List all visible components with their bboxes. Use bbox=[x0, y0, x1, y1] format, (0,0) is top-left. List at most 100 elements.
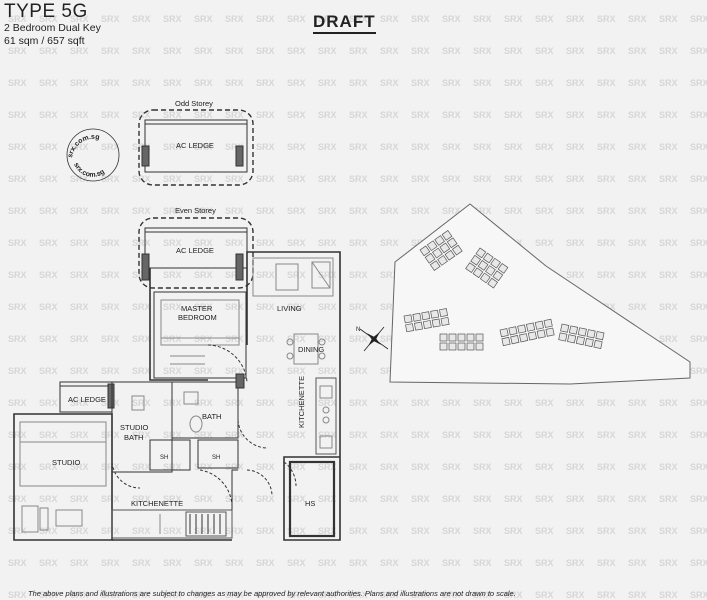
studio-bath-label-1: STUDIO bbox=[120, 423, 149, 432]
master-bedroom-label-2: BEDROOM bbox=[178, 313, 217, 322]
unit-type-title: TYPE 5G bbox=[4, 1, 88, 22]
site-building-block bbox=[403, 314, 413, 324]
site-building-block bbox=[568, 325, 579, 335]
site-building-block bbox=[497, 262, 509, 274]
site-building-block bbox=[421, 311, 431, 321]
site-building-block bbox=[439, 333, 448, 342]
site-building-block bbox=[419, 245, 431, 257]
shower-label-1: SH bbox=[160, 455, 168, 461]
site-building-block bbox=[527, 331, 537, 341]
site-building-block bbox=[441, 230, 453, 241]
site-building-block bbox=[457, 333, 466, 342]
site-building-block bbox=[475, 247, 487, 259]
site-building-block bbox=[405, 323, 415, 333]
kitchenette-vertical-label: KITCHENETTE bbox=[297, 376, 306, 428]
site-building-block bbox=[475, 333, 484, 342]
site-building-block bbox=[444, 249, 456, 261]
site-building-block bbox=[412, 312, 422, 322]
studio-label: STUDIO bbox=[52, 458, 81, 467]
site-building-block bbox=[429, 260, 441, 271]
master-bedroom-label-1: MASTER bbox=[181, 304, 213, 313]
site-building-block bbox=[424, 252, 436, 264]
site-plan bbox=[389, 203, 691, 385]
site-building-block bbox=[485, 265, 496, 276]
site-building-block bbox=[487, 277, 499, 289]
north-compass-icon: N bbox=[356, 326, 389, 352]
shower-label-2: SH bbox=[212, 455, 220, 461]
site-building-block bbox=[525, 322, 536, 332]
site-building-block bbox=[543, 318, 553, 328]
site-boundary bbox=[389, 203, 691, 385]
site-building-block bbox=[437, 255, 448, 266]
site-building-block bbox=[439, 342, 448, 351]
site-building-block bbox=[434, 235, 445, 246]
site-building-block bbox=[577, 327, 587, 337]
even-storey-label: Even Storey bbox=[175, 206, 216, 215]
household-shelter-room bbox=[288, 460, 336, 538]
even-ledge-body bbox=[144, 227, 248, 269]
site-building-block bbox=[448, 342, 457, 351]
site-building-block bbox=[472, 267, 484, 279]
draft-label: DRAFT bbox=[313, 12, 376, 34]
odd-ledge-dashed-outline bbox=[138, 109, 254, 186]
site-building-block bbox=[508, 326, 518, 336]
even-ledge-dashed-outline bbox=[138, 217, 254, 289]
unit-description: 2 Bedroom Dual Key bbox=[4, 22, 101, 34]
site-building-block bbox=[517, 324, 527, 334]
site-building-block bbox=[457, 342, 466, 351]
svg-text:srx.com.sg: srx.com.sg bbox=[72, 162, 106, 179]
even-ac-ledge-label: AC LEDGE bbox=[176, 246, 214, 255]
site-building-block bbox=[510, 335, 520, 345]
site-building-block bbox=[426, 240, 438, 252]
bath-shower bbox=[197, 439, 239, 469]
disclaimer-text: The above plans and illustrations are su… bbox=[28, 589, 516, 598]
site-building-block bbox=[558, 332, 568, 342]
site-building-block bbox=[593, 339, 603, 350]
main-unit-walls bbox=[149, 251, 341, 541]
srx-circle-stamp: srx.com.sg srx.com.sg bbox=[66, 128, 120, 182]
studio-shower bbox=[149, 439, 191, 471]
site-building-block bbox=[575, 336, 585, 346]
site-building-block bbox=[545, 327, 555, 337]
stamp-text-top: srx.com.sg bbox=[67, 134, 100, 159]
site-building-block bbox=[432, 247, 443, 259]
site-building-block bbox=[446, 237, 458, 249]
site-building-block bbox=[584, 338, 594, 348]
dining-label: DINING bbox=[298, 345, 324, 354]
svg-text:N: N bbox=[356, 327, 360, 333]
svg-text:srx.com.sg: srx.com.sg bbox=[67, 134, 100, 159]
site-building-block bbox=[440, 316, 450, 326]
studio-walls bbox=[13, 413, 113, 541]
site-building-block bbox=[439, 308, 448, 318]
unit-area: 61 sqm / 657 sqft bbox=[4, 35, 85, 47]
site-building-block bbox=[439, 242, 451, 254]
site-building-block bbox=[422, 320, 432, 330]
site-building-block bbox=[430, 309, 440, 319]
site-building-block bbox=[448, 333, 457, 342]
odd-ac-ledge-label: AC LEDGE bbox=[176, 141, 214, 150]
site-building-block bbox=[560, 323, 570, 333]
bath-room bbox=[171, 381, 239, 439]
site-building-block bbox=[536, 329, 546, 339]
site-building-block bbox=[431, 318, 441, 328]
site-building-block bbox=[466, 333, 475, 342]
site-building-block bbox=[465, 262, 476, 273]
site-building-block bbox=[477, 260, 489, 271]
site-building-block bbox=[466, 342, 475, 351]
living-label: LIVING bbox=[277, 304, 302, 313]
studio-bath-label-2: BATH bbox=[124, 433, 143, 442]
site-building-block bbox=[490, 257, 501, 269]
kitchenette-label: KITCHENETTE bbox=[131, 499, 183, 508]
site-building-block bbox=[499, 328, 509, 338]
unit-header: TYPE 5G 2 Bedroom Dual Key 61 sqm / 657 … bbox=[4, 2, 101, 48]
bath-label: BATH bbox=[202, 412, 221, 421]
odd-storey-label: Odd Storey bbox=[175, 99, 213, 108]
studio-ac-ledge-label: AC LEDGE bbox=[68, 395, 106, 404]
site-building-block bbox=[451, 244, 463, 256]
site-building-block bbox=[470, 254, 482, 266]
site-building-block bbox=[482, 252, 494, 264]
site-building-block bbox=[501, 336, 511, 347]
site-building-block bbox=[567, 334, 577, 344]
stamp-text-bottom: srx.com.sg bbox=[72, 162, 106, 179]
